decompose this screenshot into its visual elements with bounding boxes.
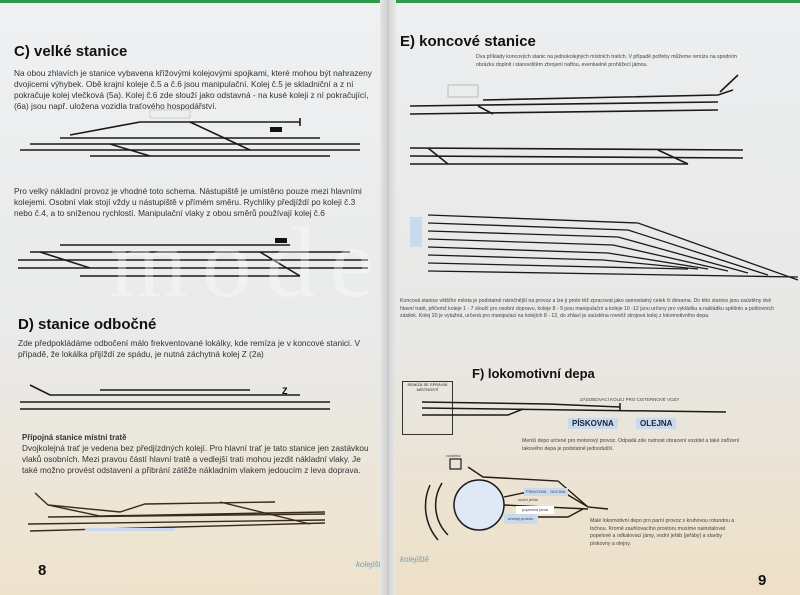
z-label: Z bbox=[282, 386, 288, 396]
coal-area-label: uhelný prostor bbox=[504, 514, 538, 524]
section-f-title: F) lokomotivní depa bbox=[472, 366, 595, 381]
section-f-text-2: Malé lokomotivní depo pro parní provoz s… bbox=[590, 518, 735, 547]
section-c-text: Na obou zhlavích je stanice vybavena kří… bbox=[14, 68, 372, 111]
brand-logo-left: kolejiště bbox=[356, 560, 385, 569]
roundhouse-diagram bbox=[424, 458, 609, 541]
track-diagram-c1 bbox=[20, 109, 360, 157]
section-c-title: C) velké stanice bbox=[14, 43, 128, 60]
green-rule bbox=[388, 0, 800, 3]
ash-pit-label: popelová jáma bbox=[516, 506, 555, 514]
left-page: C) velké stanice Na obou zhlavích je sta… bbox=[0, 0, 388, 595]
piskovna-tag: PÍSKOVNA bbox=[568, 418, 618, 429]
section-d-title: D) stanice odbočné bbox=[18, 316, 157, 333]
track-diagram-d1: Z bbox=[20, 384, 330, 410]
olejna-tag: OLEJNA bbox=[636, 418, 677, 429]
track-diagram-e2 bbox=[410, 214, 799, 281]
section-f-text: Menší depo určené pro motorový provoz. O… bbox=[522, 438, 740, 452]
track-diagram-e1 bbox=[409, 74, 744, 165]
right-page: E) koncové stanice Dva příklady koncovýc… bbox=[388, 0, 800, 595]
page-number-left: 8 bbox=[38, 562, 47, 579]
track-diagram-f1 bbox=[421, 401, 727, 416]
section-d-subtitle: Přípojná stanice místní tratě bbox=[22, 433, 127, 442]
remiza-label: REMÍZA SE SPRÁVNÍ MÍSTNOSTÍ bbox=[407, 382, 448, 392]
piskovna-small: PÍSKOVNA bbox=[524, 488, 549, 496]
vodarna-label: vodárna bbox=[446, 453, 461, 458]
siding-label: ZÁSOBOVACÍ KOLEJ PRO CISTERNOVÉ VOZY bbox=[580, 397, 680, 402]
water-crane-label: vodní jeřáb bbox=[518, 497, 538, 502]
section-c-text-2: Pro velký nákladní provoz je vhodné toto… bbox=[14, 186, 362, 218]
brand-logo-right: kolejiště bbox=[400, 555, 429, 564]
section-d-text: Zde předpokládáme odbočení málo frekvent… bbox=[18, 338, 361, 359]
track-diagram-c2 bbox=[18, 238, 368, 277]
section-e-text: Dva příklady koncových stanic na jednoko… bbox=[476, 54, 737, 68]
section-e-title: E) koncové stanice bbox=[400, 33, 536, 50]
green-rule bbox=[0, 0, 388, 3]
section-e-text-2: Koncová stanice většího města je podstat… bbox=[400, 298, 774, 319]
olejna-small: OLEJNA bbox=[548, 488, 568, 496]
book-gutter bbox=[380, 0, 396, 595]
section-d-text-2: Dvojkolejná trať je vedena bez předjízdn… bbox=[22, 443, 369, 475]
track-diagram-d2 bbox=[27, 492, 326, 532]
page-number-right: 9 bbox=[758, 572, 767, 589]
watermark: modelář bbox=[110, 207, 388, 318]
